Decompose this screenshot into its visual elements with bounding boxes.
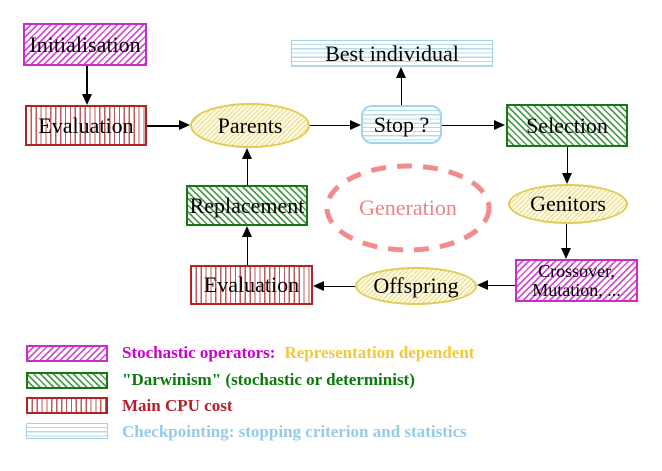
legend-label-stochastic: Stochastic operators: — [122, 343, 276, 362]
arrowhead-up-icon — [241, 226, 252, 237]
arrowhead-right-icon — [350, 119, 361, 130]
arrowhead-down-icon — [81, 94, 92, 105]
legend-label-representation-dependent: Representation dependent — [284, 343, 475, 362]
arrowhead-down-icon — [561, 173, 572, 184]
node-crossover-mutation: Crossover, Mutation, ... — [515, 259, 638, 302]
arrowhead-left-icon — [477, 279, 488, 290]
crossover-label-line1: Crossover, — [538, 260, 615, 281]
legend-item-checkpointing: Checkpointing: stopping criterion and st… — [122, 422, 467, 441]
dashed-ellipse-icon — [324, 163, 492, 253]
arrowhead-up-icon — [241, 148, 252, 159]
arrowhead-up-icon — [395, 67, 406, 78]
node-offspring: Offspring — [355, 267, 477, 305]
legend-swatch-checkpointing — [26, 423, 108, 439]
arrowhead-right-icon — [179, 120, 190, 130]
node-parents: Parents — [190, 103, 310, 148]
legend-swatch-darwinism — [26, 372, 108, 389]
legend-item-main-cpu-cost: Main CPU cost — [122, 396, 233, 415]
generation-cycle-ellipse: Generation — [323, 162, 493, 254]
legend-swatch-stochastic-operators — [26, 345, 108, 362]
arrowhead-right-icon — [494, 119, 505, 130]
node-stop: Stop ? — [361, 105, 442, 144]
node-initialisation: Initialisation — [23, 23, 147, 66]
arrowhead-left-icon — [313, 280, 324, 291]
node-selection: Selection — [506, 104, 628, 147]
legend-swatch-main-cpu-cost — [26, 397, 108, 414]
arrowhead-down-icon — [560, 248, 571, 259]
node-replacement: Replacement — [186, 185, 308, 226]
node-evaluation-top: Evaluation — [25, 105, 147, 146]
node-evaluation-bottom: Evaluation — [190, 265, 313, 305]
crossover-label-line2: Mutation, ... — [532, 279, 621, 300]
legend-item-darwinism: "Darwinism" (stochastic or determinist) — [122, 370, 415, 389]
legend-item-stochastic-operators: Stochastic operators: Representation dep… — [122, 342, 474, 364]
node-genitors: Genitors — [508, 184, 628, 224]
node-best-individual: Best individual — [291, 40, 493, 67]
generation-label: Generation — [359, 195, 457, 220]
